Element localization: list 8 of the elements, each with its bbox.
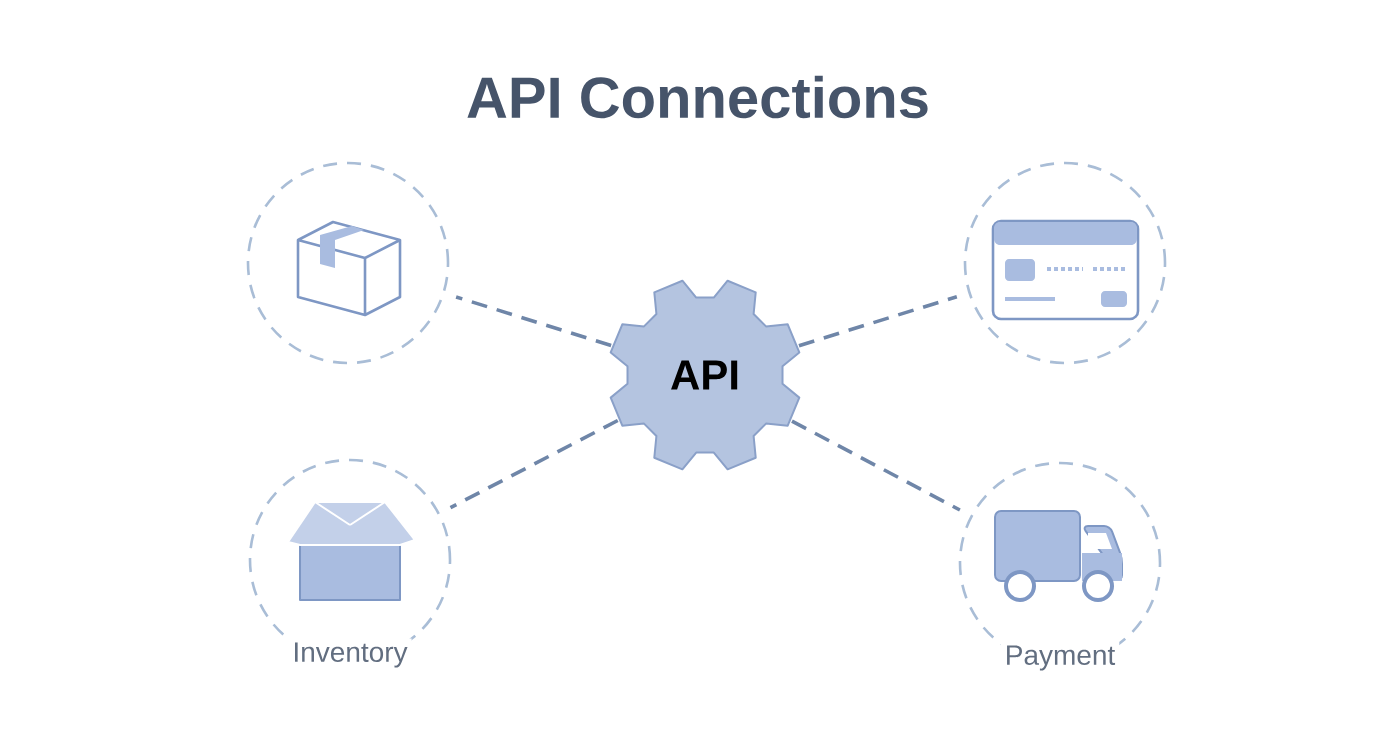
gear-node: API [609,279,801,471]
icon-circle [963,161,1167,365]
connector-line [791,419,961,512]
icon-circle [246,161,450,365]
connector-line [455,295,612,348]
connector-line [798,294,958,348]
title: API Connections [467,75,928,119]
connector-line [449,418,619,510]
